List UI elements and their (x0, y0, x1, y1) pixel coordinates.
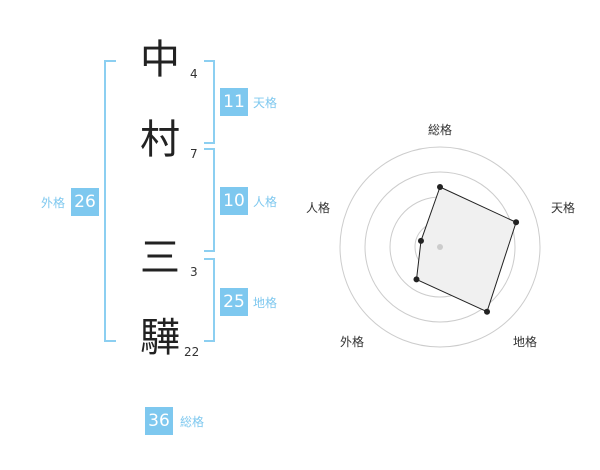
gaikaku-bracket (104, 60, 116, 342)
name-char-4: 驊 (140, 315, 180, 361)
chikaku-value: 25 (220, 288, 248, 316)
radar-center (437, 244, 443, 250)
jinkaku-value: 10 (220, 187, 248, 215)
radar-point-3 (484, 308, 491, 315)
radar-point-1 (437, 184, 443, 190)
chikaku-bracket (204, 258, 215, 342)
stroke-count-2: 7 (190, 147, 198, 161)
soukaku-value: 36 (145, 407, 173, 435)
name-char-3: 三 (140, 235, 180, 281)
stroke-count-3: 3 (190, 265, 198, 279)
radar-area (415, 186, 517, 313)
gaikaku-value: 26 (71, 188, 99, 216)
jinkaku-bracket (204, 148, 215, 252)
tenkaku-label: 天格 (253, 96, 278, 110)
radar-point-2 (513, 219, 520, 226)
tenkaku-value: 11 (220, 88, 248, 116)
radar-ring (364, 171, 516, 323)
stroke-count-4: 22 (184, 345, 200, 359)
chikaku-label: 地格 (253, 296, 278, 310)
axis-label-tenkaku: 天格 (551, 200, 575, 215)
name-char-2: 村 (140, 117, 180, 163)
radar-ring (339, 146, 541, 348)
jinkaku-label: 人格 (253, 195, 278, 209)
radar-point-4 (413, 276, 420, 283)
axis-label-soukaku: 総格 (428, 122, 452, 137)
name-char-1: 中 (140, 37, 180, 83)
axis-label-jinkaku: 人格 (306, 200, 330, 215)
gaikaku-label: 外格 (41, 196, 66, 210)
axis-label-chikaku: 地格 (513, 334, 537, 349)
axis-label-gaikaku: 外格 (340, 334, 364, 349)
soukaku-label: 総格 (180, 415, 205, 429)
radar-point-5 (417, 237, 424, 244)
stroke-count-1: 4 (190, 67, 198, 81)
tenkaku-bracket (204, 60, 215, 144)
